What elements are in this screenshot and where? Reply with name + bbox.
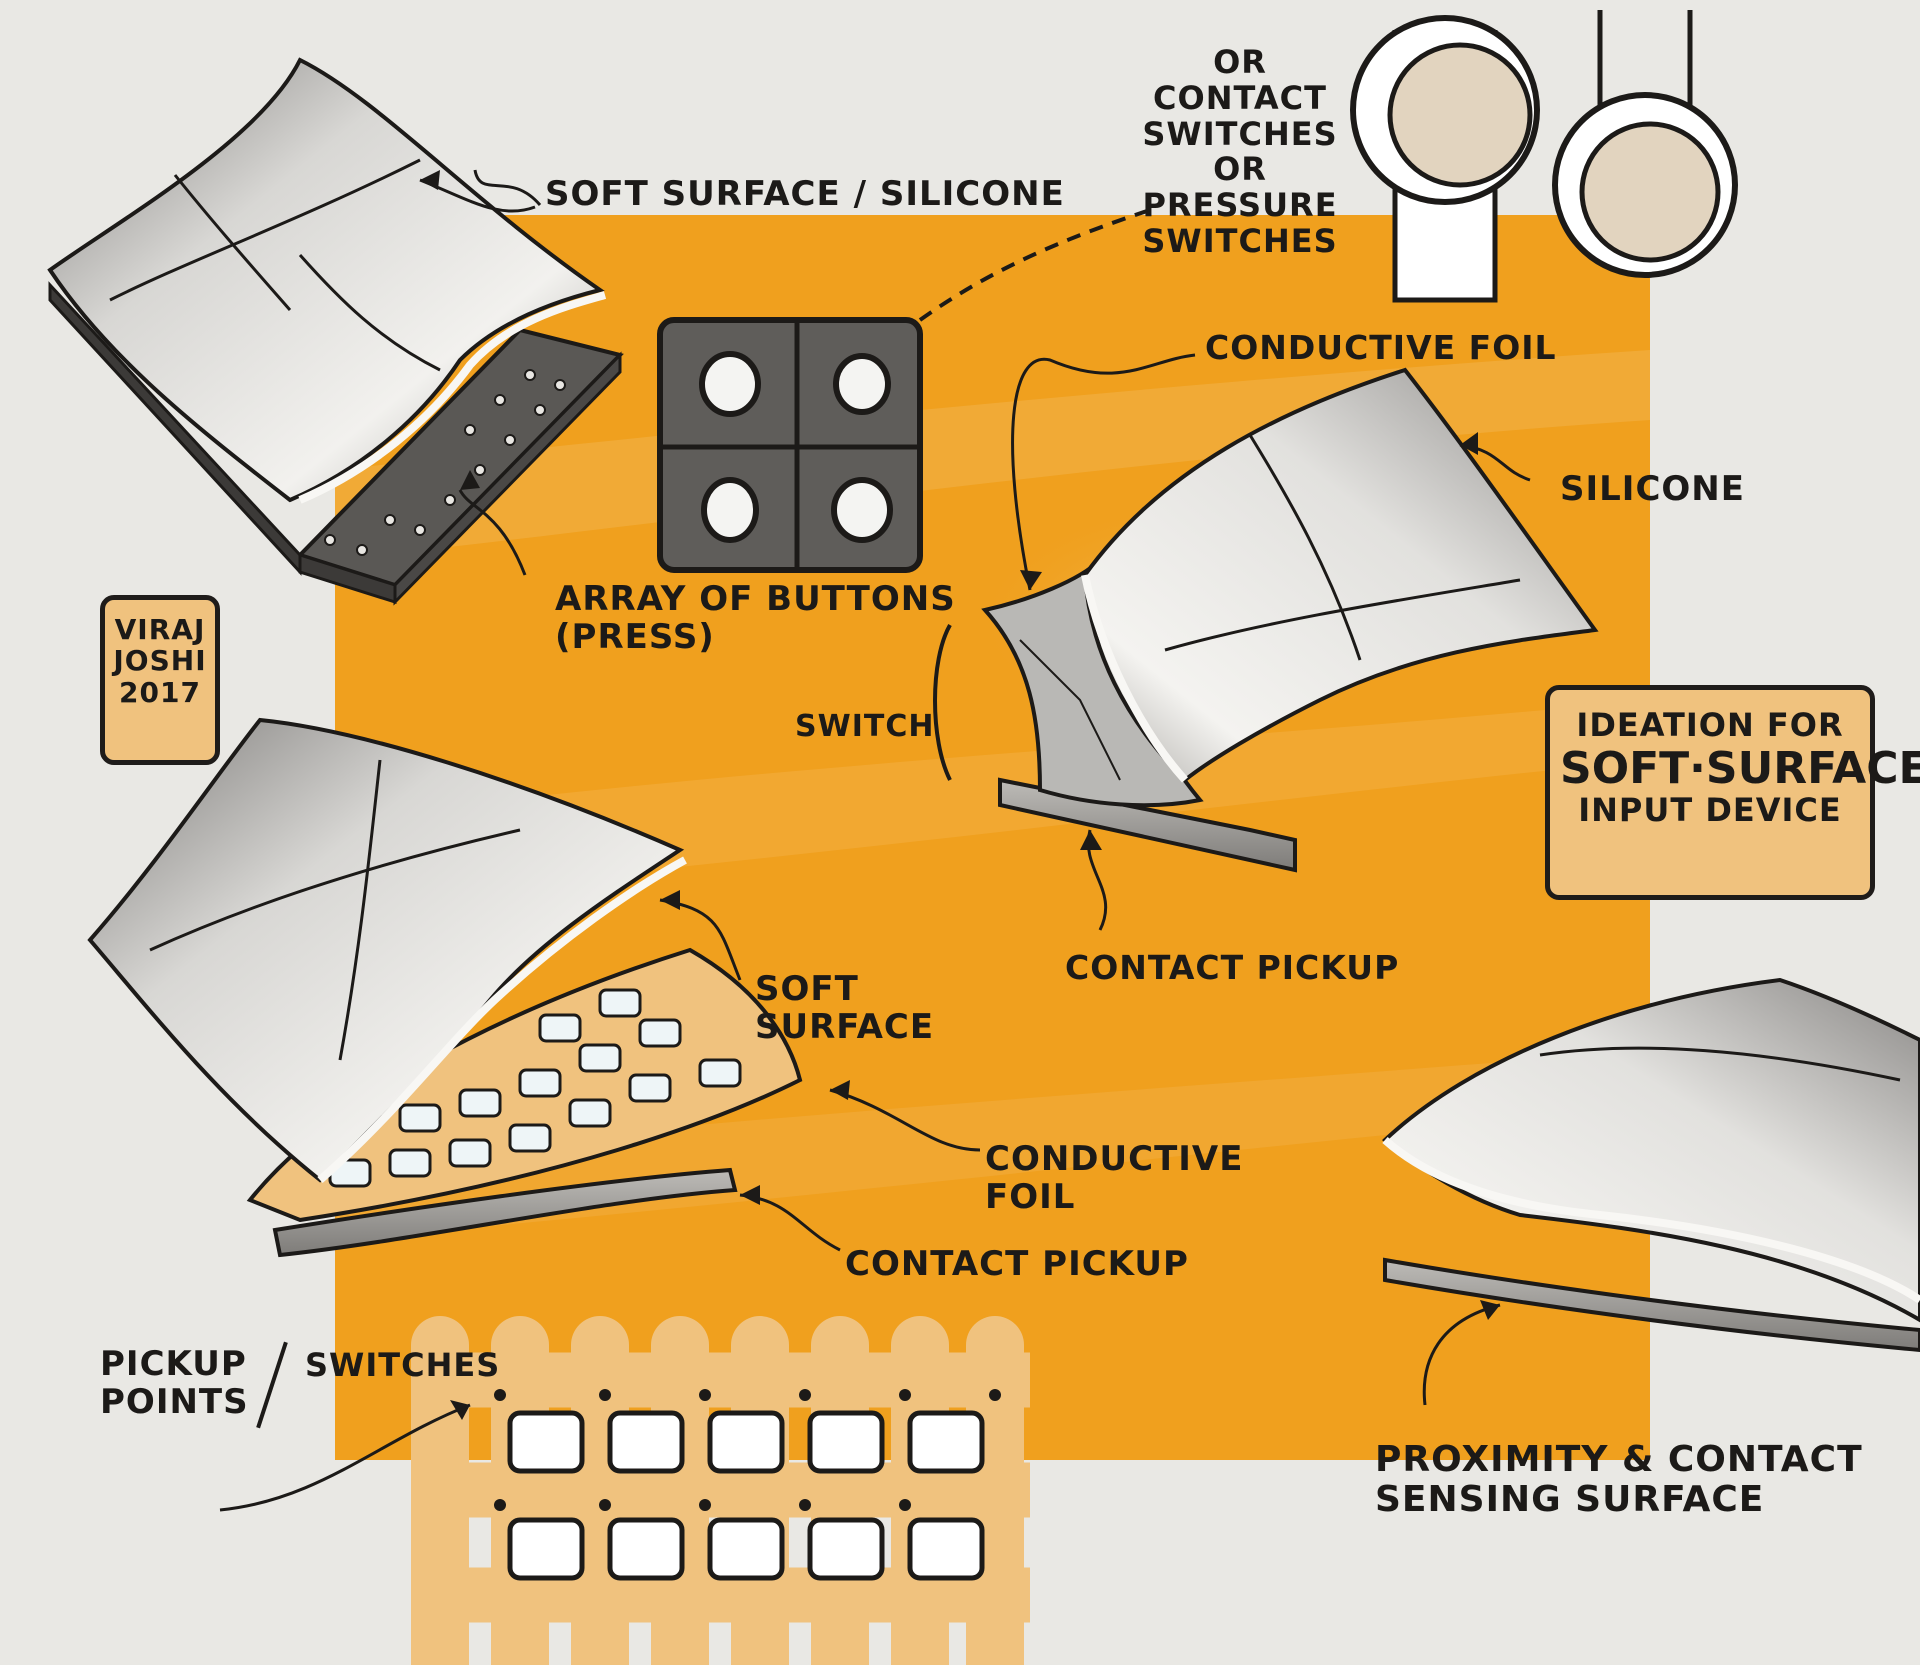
sketch-tactile-switches bbox=[1350, 10, 1738, 303]
label-switches: SWITCHES bbox=[305, 1346, 501, 1384]
title-line-2: SOFT·SURFACE bbox=[1560, 742, 1920, 794]
label-proximity-sensing: PROXIMITY & CONTACT SENSING SURFACE bbox=[1375, 1439, 1863, 1521]
sketch-pickup-grid bbox=[411, 1316, 1030, 1665]
label-pickup-points: PICKUP POINTS bbox=[100, 1344, 249, 1423]
arrowheads bbox=[420, 170, 1500, 1420]
label-silicone: SILICONE bbox=[1560, 469, 1745, 509]
label-contact-pickup-low: CONTACT PICKUP bbox=[845, 1244, 1189, 1284]
label-switch-options: OR CONTACT SWITCHES OR PRESSURE SWITCHES bbox=[1142, 43, 1338, 261]
title-line-1: IDEATION FOR bbox=[1576, 706, 1844, 744]
sketch-2x2-button-module bbox=[657, 208, 1151, 573]
label-contact-pickup-mid: CONTACT PICKUP bbox=[1065, 948, 1400, 987]
signature-text: VIRAJ JOSHI 2017 bbox=[113, 613, 207, 709]
label-array-of-buttons: ARRAY OF BUTTONS (PRESS) bbox=[555, 579, 956, 658]
sketch-foil-switch bbox=[933, 367, 1599, 873]
title-tag: IDEATION FOR SOFT·SURFACE INPUT DEVICE bbox=[1545, 685, 1920, 900]
signature-tag: VIRAJ JOSHI 2017 bbox=[100, 595, 220, 765]
label-conductive-foil-top: CONDUCTIVE FOIL bbox=[1205, 328, 1557, 367]
label-soft-surface: SOFT SURFACE bbox=[755, 969, 935, 1048]
title-line-3: INPUT DEVICE bbox=[1578, 791, 1842, 830]
label-soft-surface-silicone: SOFT SURFACE / SILICONE bbox=[545, 174, 1065, 214]
sketch-layered-stack bbox=[87, 717, 803, 1258]
label-switch: SWITCH bbox=[795, 709, 935, 744]
sketch-proximity-surface bbox=[1382, 977, 1920, 1353]
sketch-silicone-over-button-array bbox=[47, 57, 624, 606]
label-conductive-foil-low: CONDUCTIVE FOIL bbox=[985, 1139, 1244, 1218]
